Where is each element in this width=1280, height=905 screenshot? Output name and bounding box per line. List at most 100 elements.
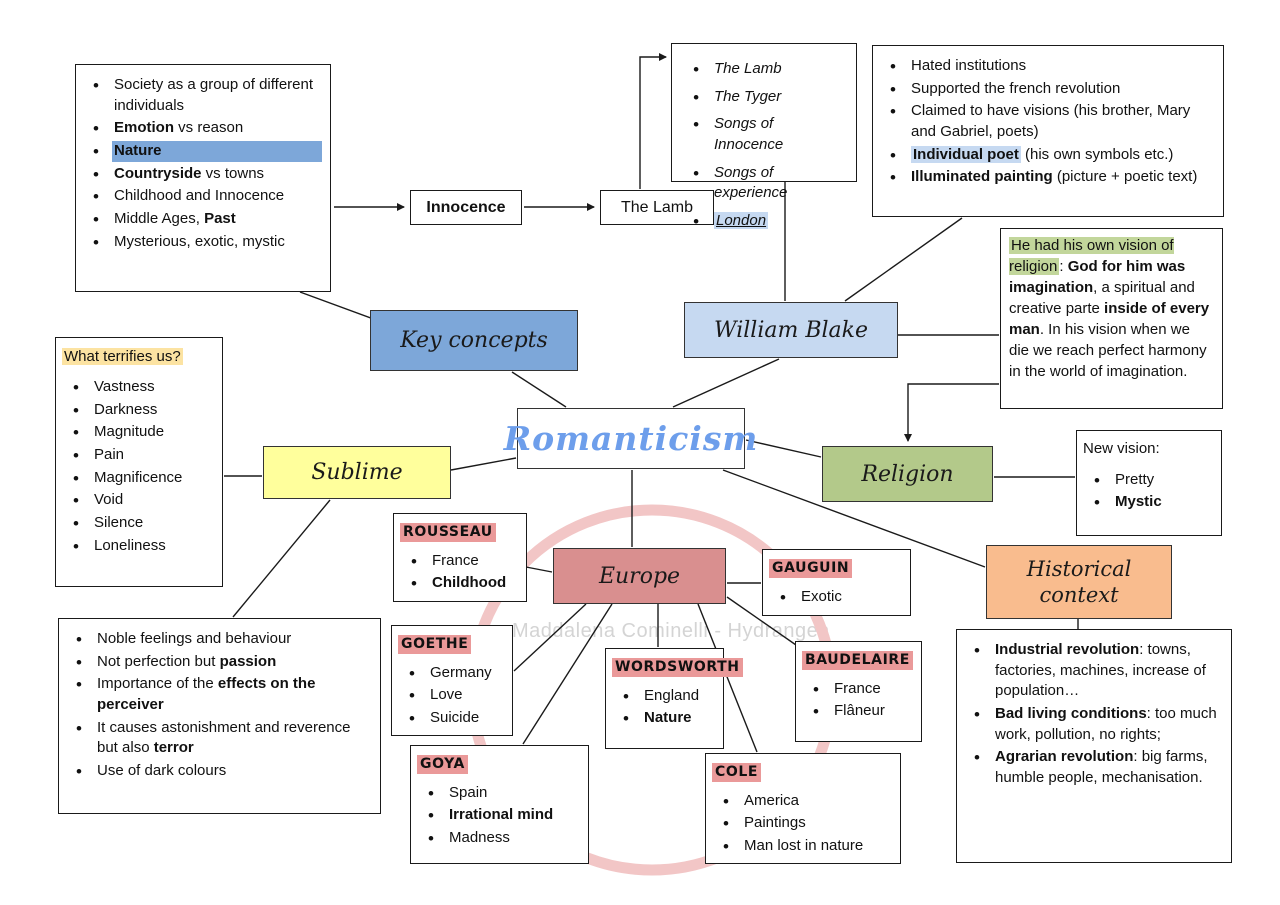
text-segment: vs reason: [174, 119, 244, 137]
blake-vision-box: He had his own vision of religion: God f…: [1000, 228, 1223, 409]
text-segment: Importance of the: [97, 675, 218, 693]
author-name-cole: Cole: [712, 763, 762, 783]
list-item: It causes astonishment and reverence but…: [76, 717, 372, 759]
text-segment: Bad living conditions: [995, 705, 1147, 723]
text-segment: : big farms, humble people, mechanisatio…: [995, 748, 1208, 787]
list-item: The Lamb: [693, 58, 848, 81]
branch-sublime: Sublime: [263, 446, 451, 499]
new-vision-list: PrettyMystic: [1083, 469, 1213, 515]
line-facts-blake: [844, 217, 963, 302]
text-segment: Vastness: [94, 378, 155, 395]
list-item: London: [693, 210, 848, 233]
list-item: America: [723, 790, 892, 813]
text-segment: Industrial revolution: [995, 641, 1140, 658]
text-segment: Mystic: [1115, 493, 1162, 511]
line-blake-center: [672, 358, 780, 408]
list-item: France: [411, 550, 518, 573]
list-item: Individual poet (his own symbols etc.): [890, 144, 1215, 167]
text-segment: The Tyger: [714, 87, 782, 105]
list-item: Hated institutions: [890, 55, 1215, 78]
text-segment: Nature: [114, 142, 162, 160]
list-item: Industrial revolution: towns, factories,…: [974, 639, 1223, 702]
author-baudelaire-list: FranceFlâneur: [802, 678, 913, 724]
text-segment: What terrifies us?: [62, 348, 183, 365]
branch-europe: Europe: [553, 548, 726, 604]
list-item: France: [813, 678, 913, 701]
new-vision-box: New vision: PrettyMystic: [1076, 430, 1222, 536]
text-segment: America: [744, 791, 800, 809]
text-segment: God for him was imagination: [1009, 258, 1186, 296]
list-item: Silence: [73, 512, 214, 535]
new-vision-title: New vision:: [1083, 440, 1160, 457]
author-name-wordsworth: Wordsworth: [612, 658, 743, 678]
text-segment: Nature: [644, 709, 692, 727]
text-segment: Past: [204, 210, 236, 228]
text-segment: England: [644, 686, 700, 704]
blake-poems-box: The LambThe TygerSongs of InnocenceSongs…: [671, 43, 857, 233]
author-rousseau-box: Rousseau FranceChildhood: [393, 513, 527, 602]
branch-key-concepts: Key concepts: [370, 310, 578, 371]
terrifies-title: What terrifies us?: [62, 346, 183, 367]
text-segment: : towns, factories, machines, increase o…: [995, 641, 1206, 700]
list-item: Germany: [409, 662, 504, 685]
author-wordsworth-list: EnglandNature: [612, 685, 715, 731]
list-item: Emotion vs reason: [93, 117, 322, 140]
author-name-baudelaire: Baudelaire: [802, 651, 913, 671]
text-segment: Germany: [430, 663, 492, 681]
list-item: Use of dark colours: [76, 760, 372, 783]
author-goya-box: Goya SpainIrrational mindMadness: [410, 745, 589, 864]
list-item: Nature: [623, 707, 715, 730]
list-item: Man lost in nature: [723, 835, 892, 858]
author-name-goethe: Goethe: [398, 635, 472, 655]
list-item: The Tyger: [693, 86, 848, 109]
arrow-lamb-poems: [639, 53, 667, 189]
text-segment: passion: [219, 652, 277, 670]
text-segment: Use of dark colours: [97, 762, 227, 780]
list-item: Agrarian revolution: big farms, humble p…: [974, 746, 1223, 788]
text-segment: Loneliness: [94, 536, 166, 554]
text-segment: Suicide: [430, 709, 480, 727]
text-segment: Claimed to have visions (his brother, Ma…: [911, 102, 1191, 141]
text-segment: Middle Ages,: [114, 210, 205, 228]
line-sublime-notes: [232, 499, 331, 618]
text-segment: Individual poet: [911, 145, 1021, 163]
text-segment: Magnificence: [94, 468, 183, 486]
line-center-historical: [722, 469, 986, 568]
author-name-gauguin: Gauguin: [769, 559, 853, 579]
list-item: England: [623, 685, 715, 708]
list-item: Society as a group of different individu…: [93, 74, 322, 116]
line-center-religion: [745, 439, 822, 458]
list-item: Magnitude: [73, 421, 214, 444]
author-cole-box: Cole AmericaPaintingsMan lost in nature: [705, 753, 901, 864]
text-segment: Supported the french revolution: [911, 79, 1121, 97]
author-cole-list: AmericaPaintingsMan lost in nature: [712, 790, 892, 858]
author-baudelaire-box: Baudelaire FranceFlâneur: [795, 641, 922, 742]
list-item: Songs of experience: [693, 162, 848, 204]
list-item: Love: [409, 684, 504, 707]
author-goethe-box: Goethe GermanyLoveSuicide: [391, 625, 513, 736]
text-segment: Not perfection but: [97, 652, 220, 670]
text-segment: Flâneur: [834, 702, 885, 720]
text-segment: Society as a group of different individu…: [114, 76, 314, 114]
line-europe-cole: [697, 603, 758, 753]
text-segment: Agrarian revolution: [995, 748, 1134, 766]
text-segment: Paintings: [744, 814, 806, 832]
line-rousseau-europe: [525, 566, 553, 573]
list-item: Supported the french revolution: [890, 78, 1215, 101]
line-europe-goethe: [513, 603, 587, 672]
text-segment: Darkness: [94, 400, 158, 418]
text-segment: vs towns: [201, 164, 265, 182]
text-segment: Love: [430, 686, 463, 704]
list-item: Middle Ages, Past: [93, 208, 322, 231]
text-segment: Man lost in nature: [744, 837, 864, 855]
text-segment: Void: [94, 491, 124, 509]
text-segment: Hated institutions: [911, 57, 1027, 74]
innocence-node: Innocence: [410, 190, 522, 225]
blake-facts-list: Hated institutionsSupported the french r…: [879, 55, 1215, 190]
list-item: Irrational mind: [428, 804, 580, 827]
blake-facts-box: Hated institutionsSupported the french r…: [872, 45, 1224, 217]
text-segment: Silence: [94, 514, 144, 532]
list-item: Claimed to have visions (his brother, Ma…: [890, 100, 1215, 142]
list-item: Vastness: [73, 376, 214, 399]
